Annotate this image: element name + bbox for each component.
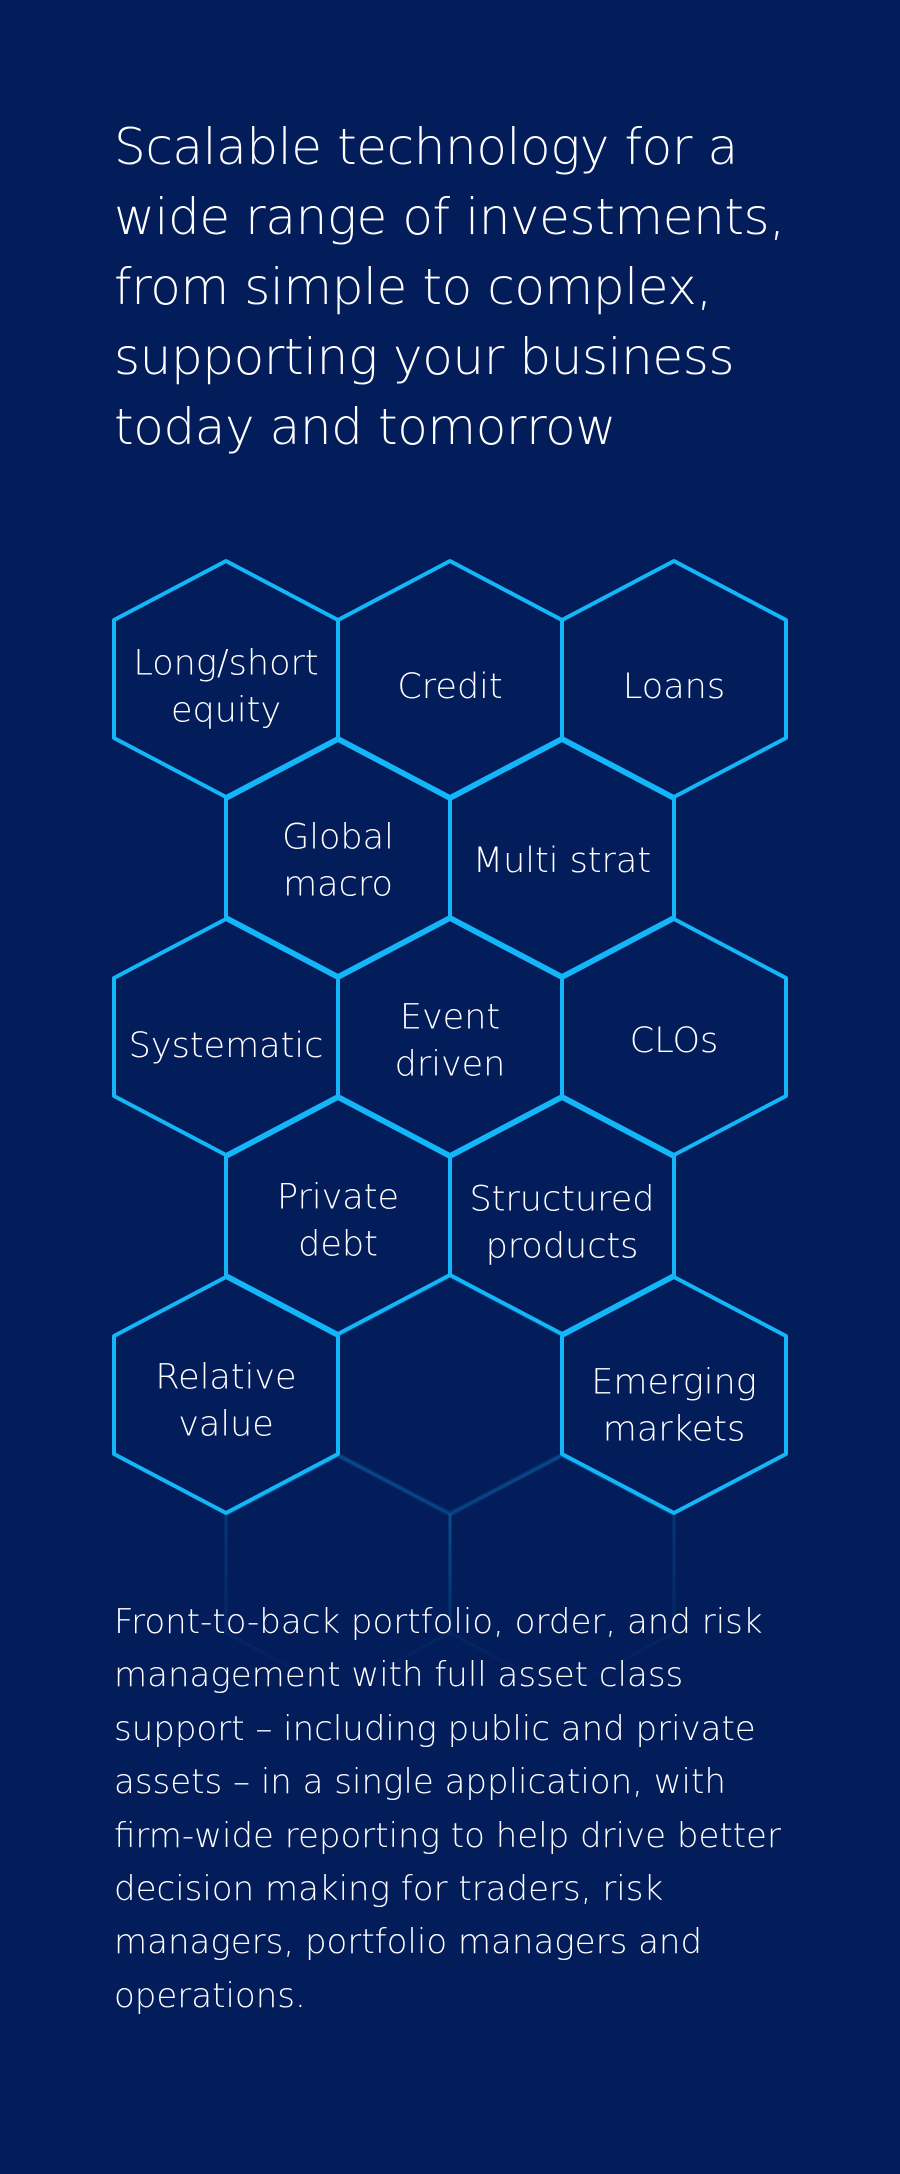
- hexagon-outline: [112, 1275, 340, 1515]
- hexagon-label: driven: [395, 1045, 506, 1085]
- investment-hexagon: CLOs: [560, 917, 788, 1157]
- hexagon-label: Systematic: [129, 1026, 324, 1066]
- hexagon-label: Emerging: [591, 1363, 756, 1403]
- hexagon-label: Relative: [155, 1358, 296, 1398]
- investment-hexagon: Structured products: [448, 1096, 676, 1336]
- hexagon-label: Global: [282, 818, 394, 858]
- hexagon-label: CLOs: [630, 1021, 718, 1061]
- hexagon-label: markets: [603, 1410, 745, 1450]
- hexagon-label: macro: [283, 865, 393, 905]
- hexagon-label: Credit: [397, 667, 502, 707]
- hexagon-label: Private: [277, 1178, 399, 1218]
- hexagon-label: debt: [298, 1225, 378, 1265]
- hexagon-label: Structured: [469, 1180, 654, 1220]
- decorative-hexagon: [336, 1275, 564, 1515]
- investment-hexagon: Emerging markets: [560, 1275, 788, 1515]
- investment-hexagon: Long/short equity: [112, 559, 340, 799]
- investment-hexagon: Private debt: [224, 1096, 452, 1336]
- investment-hexagon: Relative value: [112, 1275, 340, 1515]
- hexagon-label: Long/short: [133, 644, 318, 684]
- investment-hexagon: Systematic: [112, 917, 340, 1157]
- hexagon-label: products: [486, 1227, 639, 1267]
- hexagon-label: value: [178, 1405, 274, 1445]
- investment-hexagon: Multi strat: [448, 738, 676, 978]
- body-copy: Front-to-back portfolio, order, and risk…: [114, 1602, 781, 2016]
- hexagon-label: equity: [171, 691, 281, 731]
- investment-hexagon: Global macro: [224, 738, 452, 978]
- hexagon-outline: [224, 738, 452, 978]
- investment-hexagon: Event driven: [336, 917, 564, 1157]
- headline: Scalable technology for a wide range of …: [114, 118, 785, 456]
- hexagon-outline: [560, 1275, 788, 1515]
- hexagon-label: Loans: [623, 667, 725, 707]
- hexagon-label: Multi strat: [473, 841, 651, 881]
- investment-hexagon: Loans: [560, 559, 788, 799]
- hexagon-label: Event: [400, 998, 500, 1038]
- investment-hexagon: Credit: [336, 559, 564, 799]
